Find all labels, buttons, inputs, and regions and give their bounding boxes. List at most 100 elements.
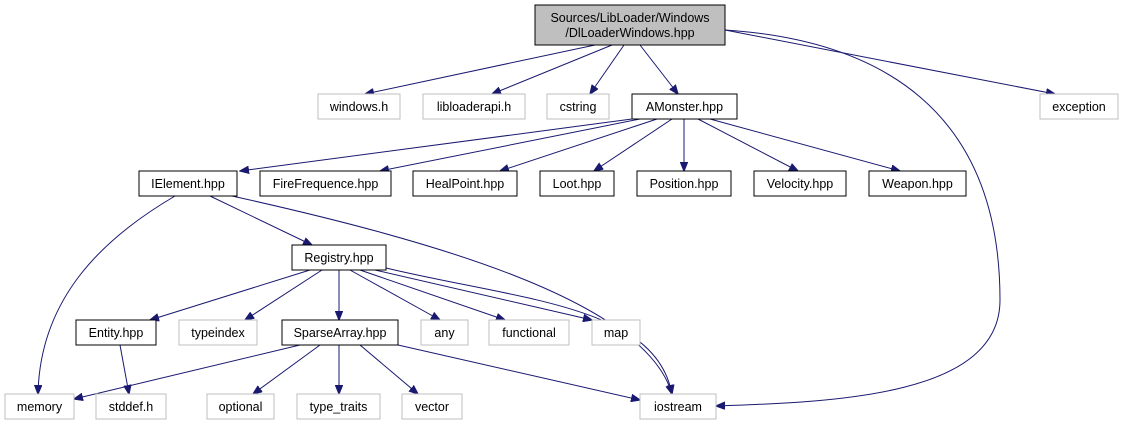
edge-line bbox=[359, 344, 418, 394]
edge-line bbox=[500, 118, 658, 171]
node-amonster[interactable]: AMonster.hpp bbox=[631, 93, 738, 120]
edge-root-to-iostream bbox=[716, 29, 1001, 406]
node-label: IElement.hpp bbox=[151, 177, 225, 191]
edge-line bbox=[231, 195, 672, 394]
node-weapon[interactable]: Weapon.hpp bbox=[868, 170, 967, 197]
node-label: exception bbox=[1052, 100, 1106, 114]
node-exception: exception bbox=[1039, 93, 1119, 120]
node-label: iostream bbox=[654, 400, 702, 414]
node-box bbox=[75, 319, 157, 346]
node-sparsearray[interactable]: SparseArray.hpp bbox=[281, 319, 399, 346]
edge-registry-to-map bbox=[374, 269, 592, 320]
node-label: Velocity.hpp bbox=[767, 177, 834, 191]
node-cstring: cstring bbox=[546, 93, 610, 120]
node-ielement[interactable]: IElement.hpp bbox=[138, 170, 238, 197]
edge-line bbox=[724, 29, 1055, 94]
edge-amonster-to-velocity bbox=[697, 118, 798, 171]
node-label: SparseArray.hpp bbox=[294, 326, 387, 340]
edge-line bbox=[385, 267, 672, 394]
node-map: map bbox=[591, 319, 641, 346]
node-typeindex: typeindex bbox=[178, 319, 258, 346]
node-box bbox=[95, 393, 167, 420]
node-position[interactable]: Position.hpp bbox=[636, 170, 732, 197]
edge-registry-to-typeindex bbox=[245, 269, 323, 320]
node-loot[interactable]: Loot.hpp bbox=[539, 170, 615, 197]
node-type-traits: type_traits bbox=[296, 393, 381, 420]
edge-sparsearray-to-iostream bbox=[397, 344, 640, 400]
edge-line bbox=[38, 195, 176, 394]
node-libloaderapi-h: libloaderapi.h bbox=[422, 93, 526, 120]
edge-ielement-to-iostream bbox=[231, 195, 672, 394]
edge-registry-to-any bbox=[349, 269, 440, 320]
edge-root-to-windows_h bbox=[365, 44, 596, 94]
node-entity[interactable]: Entity.hpp bbox=[75, 319, 157, 346]
node-box bbox=[488, 319, 570, 346]
node-box bbox=[412, 170, 518, 197]
nodes-layer: Sources/LibLoader/Windows/DlLoaderWindow… bbox=[4, 4, 1119, 420]
node-box bbox=[291, 244, 387, 271]
node-box bbox=[546, 93, 610, 120]
node-box bbox=[639, 393, 717, 420]
node-label: libloaderapi.h bbox=[437, 100, 511, 114]
node-vector: vector bbox=[401, 393, 463, 420]
edge-line bbox=[380, 118, 641, 171]
edge-amonster-to-healpoint bbox=[500, 118, 658, 171]
edge-root-to-exception bbox=[724, 29, 1055, 94]
edge-line bbox=[639, 44, 678, 94]
edge-line bbox=[365, 44, 596, 94]
node-box bbox=[534, 4, 726, 46]
node-label: cstring bbox=[560, 100, 597, 114]
node-velocity[interactable]: Velocity.hpp bbox=[753, 170, 847, 197]
edge-sparsearray-to-vector bbox=[359, 344, 418, 394]
node-box bbox=[259, 170, 392, 197]
node-iostream: iostream bbox=[639, 393, 717, 420]
edge-line bbox=[349, 269, 440, 320]
edge-amonster-to-weapon bbox=[709, 118, 900, 171]
node-label: Loot.hpp bbox=[553, 177, 602, 191]
node-box bbox=[753, 170, 847, 197]
node-label: windows.h bbox=[329, 100, 388, 114]
edge-line bbox=[359, 269, 505, 320]
node-optional: optional bbox=[206, 393, 275, 420]
node-any: any bbox=[420, 319, 469, 346]
edge-line bbox=[240, 118, 633, 171]
node-firefrequence[interactable]: FireFrequence.hpp bbox=[259, 170, 392, 197]
node-label: AMonster.hpp bbox=[646, 100, 723, 114]
node-box bbox=[868, 170, 967, 197]
node-stddef-h: stddef.h bbox=[95, 393, 167, 420]
node-label: HealPoint.hpp bbox=[426, 177, 505, 191]
edge-line bbox=[150, 269, 311, 320]
node-box bbox=[401, 393, 463, 420]
node-box bbox=[138, 170, 238, 197]
node-memory: memory bbox=[4, 393, 75, 420]
edge-amonster-to-loot bbox=[594, 118, 673, 171]
node-box bbox=[636, 170, 732, 197]
node-label: optional bbox=[219, 400, 263, 414]
edge-root-to-amonster bbox=[639, 44, 678, 94]
node-box bbox=[281, 319, 399, 346]
node-box bbox=[591, 319, 641, 346]
node-healpoint[interactable]: HealPoint.hpp bbox=[412, 170, 518, 197]
edge-line bbox=[492, 44, 613, 94]
node-label: memory bbox=[17, 400, 63, 414]
node-box bbox=[539, 170, 615, 197]
node-label: Sources/LibLoader/Windows bbox=[550, 11, 709, 25]
edge-line bbox=[245, 269, 323, 320]
node-label: /DlLoaderWindows.hpp bbox=[565, 26, 694, 40]
edge-line bbox=[697, 118, 798, 171]
node-functional: functional bbox=[488, 319, 570, 346]
edge-amonster-to-firefrequence bbox=[380, 118, 641, 171]
node-registry[interactable]: Registry.hpp bbox=[291, 244, 387, 271]
node-box bbox=[178, 319, 258, 346]
node-label: stddef.h bbox=[109, 400, 154, 414]
node-label: FireFrequence.hpp bbox=[273, 177, 379, 191]
node-label: Position.hpp bbox=[650, 177, 719, 191]
edge-line bbox=[716, 29, 1001, 406]
edge-ielement-to-memory bbox=[38, 195, 176, 394]
edge-sparsearray-to-optional bbox=[253, 344, 321, 394]
node-label: any bbox=[434, 326, 455, 340]
edge-line bbox=[397, 344, 640, 400]
node-box bbox=[317, 93, 401, 120]
node-root[interactable]: Sources/LibLoader/Windows/DlLoaderWindow… bbox=[534, 4, 726, 46]
node-label: Weapon.hpp bbox=[882, 177, 953, 191]
